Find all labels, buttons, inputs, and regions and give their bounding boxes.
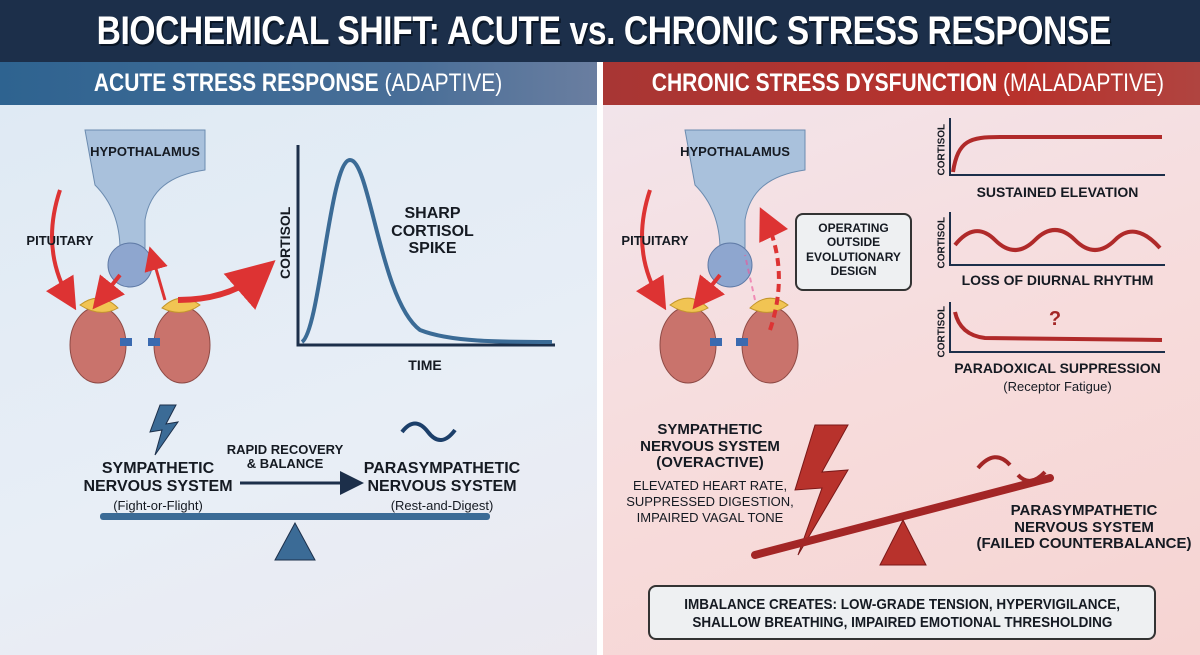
- mini-chart-sustained: [949, 118, 1165, 176]
- mini-chart-y-label: CORTISOL: [936, 123, 948, 176]
- label-line: NERVOUS SYSTEM: [640, 437, 780, 455]
- label-line: (OVERACTIVE): [656, 454, 764, 471]
- label-line: SYMPATHETIC: [657, 421, 763, 438]
- acute-header: ACUTE STRESS RESPONSE (ADAPTIVE): [0, 62, 597, 105]
- kidneys-icon: [69, 297, 211, 384]
- panel-divider: [597, 62, 603, 655]
- label-line: & BALANCE: [246, 456, 324, 472]
- annotation-line: SPIKE: [408, 240, 457, 258]
- recovery-label: RAPID RECOVERY & BALANCE: [225, 442, 345, 472]
- kidneys-icon: [659, 297, 799, 384]
- mini-chart-rhythm-loss: [949, 212, 1165, 266]
- spike-annotation: SHARP CORTISOL SPIKE: [380, 205, 485, 258]
- operating-outside-box: OPERATING OUTSIDE EVOLUTIONARY DESIGN: [795, 213, 912, 291]
- chronic-header: CHRONIC STRESS DYSFUNCTION (MALADAPTIVE): [603, 62, 1200, 105]
- box-line: OPERATING: [818, 221, 889, 235]
- seesaw-fulcrum: [274, 521, 316, 561]
- dashed-feedback-arrow-icon: [759, 207, 789, 331]
- label-line: (FAILED COUNTERBALANCE): [976, 535, 1192, 552]
- arrow-icon: [692, 273, 725, 310]
- effect-line: ELEVATED HEART RATE,: [632, 477, 788, 493]
- pituitary-label: PITUITARY: [621, 233, 689, 248]
- box-line: EVOLUTIONARY: [806, 249, 901, 264]
- sympathetic-sub: (Fight-or-Flight): [113, 498, 203, 514]
- hypothalamus-label: HYPOTHALAMUS: [680, 144, 790, 159]
- chronic-header-text: CHRONIC STRESS DYSFUNCTION (MALADAPTIVE): [652, 62, 1164, 105]
- label-line: PARASYMPATHETIC: [363, 460, 521, 477]
- page-title-bar: BIOCHEMICAL SHIFT: ACUTE vs. CHRONIC STR…: [0, 0, 1200, 62]
- parasympathetic-label: PARASYMPATHETIC NERVOUS SYSTEM (Rest-and…: [357, 460, 527, 513]
- mini-chart-label: LOSS OF DIURNAL RHYTHM: [961, 272, 1154, 288]
- sympathetic-overactive-label: SYMPATHETIC NERVOUS SYSTEM (OVERACTIVE) …: [620, 421, 800, 527]
- label-line: RAPID RECOVERY: [226, 442, 344, 457]
- acute-header-text: ACUTE STRESS RESPONSE (ADAPTIVE): [94, 62, 502, 105]
- mini-chart-label: PARADOXICAL SUPPRESSION: [954, 360, 1161, 376]
- sympathetic-effects: ELEVATED HEART RATE, SUPPRESSED DIGESTIO…: [620, 478, 800, 527]
- sympathetic-label: SYMPATHETIC NERVOUS SYSTEM (Fight-or-Fli…: [68, 460, 248, 513]
- chart-x-label: TIME: [408, 357, 442, 373]
- box-line: OUTSIDE: [826, 235, 881, 250]
- question-mark: ?: [1048, 308, 1062, 330]
- arrow-icon: [635, 189, 667, 311]
- mini-chart-y-label: CORTISOL: [936, 216, 948, 269]
- lightning-icon: [149, 404, 180, 456]
- label-line: NERVOUS SYSTEM: [83, 477, 233, 495]
- label-line: SYMPATHETIC: [101, 460, 215, 477]
- mini-chart-sub: (Receptor Fatigue): [1003, 379, 1112, 394]
- dashed-arrow-icon: [744, 254, 756, 301]
- box-line: DESIGN: [830, 264, 877, 279]
- seesaw-fulcrum: [879, 518, 927, 566]
- arrow-icon: [177, 260, 276, 310]
- arrow-icon: [45, 189, 77, 311]
- acute-header-light: (ADAPTIVE): [384, 69, 503, 97]
- chronic-header-bold: CHRONIC STRESS DYSFUNCTION: [651, 69, 998, 97]
- box-line: IMBALANCE CREATES: LOW-GRADE TENSION, HY…: [684, 596, 1120, 613]
- arrow-icon: [92, 273, 125, 310]
- page-title: BIOCHEMICAL SHIFT: ACUTE vs. CHRONIC STR…: [96, 9, 1112, 53]
- mini-chart-y-label: CORTISOL: [936, 305, 948, 358]
- label-line: NERVOUS SYSTEM: [367, 477, 517, 495]
- imbalance-box: IMBALANCE CREATES: LOW-GRADE TENSION, HY…: [648, 585, 1156, 640]
- label-line: NERVOUS SYSTEM: [1014, 518, 1154, 536]
- chronic-header-light: (MALADAPTIVE): [1002, 69, 1165, 97]
- parasympathetic-sub: (Rest-and-Digest): [390, 498, 494, 514]
- label-line: PARASYMPATHETIC: [1010, 502, 1158, 519]
- mini-chart-suppression: [949, 302, 1165, 353]
- broken-wave-icon: [976, 455, 1012, 470]
- seesaw-beam: [100, 513, 490, 520]
- effect-line: SUPPRESSED DIGESTION,: [626, 493, 794, 509]
- pituitary-label: PITUITARY: [26, 233, 94, 248]
- mini-chart-label: SUSTAINED ELEVATION: [976, 184, 1139, 200]
- annotation-line: CORTISOL: [391, 222, 474, 240]
- chart-axes: [296, 145, 555, 347]
- annotation-line: SHARP: [404, 205, 461, 222]
- effect-line: IMPAIRED VAGAL TONE: [636, 510, 784, 525]
- chart-y-label: CORTISOL: [277, 206, 293, 279]
- lightning-icon: [794, 424, 849, 556]
- box-line: SHALLOW BREATHING, IMPAIRED EMOTIONAL TH…: [692, 614, 1112, 631]
- seesaw-beam: [751, 474, 1054, 559]
- parasympathetic-failed-label: PARASYMPATHETIC NERVOUS SYSTEM (FAILED C…: [970, 502, 1198, 553]
- wave-icon: [400, 421, 457, 442]
- cortisol-spike-chart: [296, 145, 555, 347]
- hypothalamus-label: HYPOTHALAMUS: [90, 144, 200, 159]
- arrow-icon: [144, 246, 168, 301]
- acute-header-bold: ACUTE STRESS RESPONSE: [94, 69, 380, 97]
- cortisol-curve: [300, 157, 553, 344]
